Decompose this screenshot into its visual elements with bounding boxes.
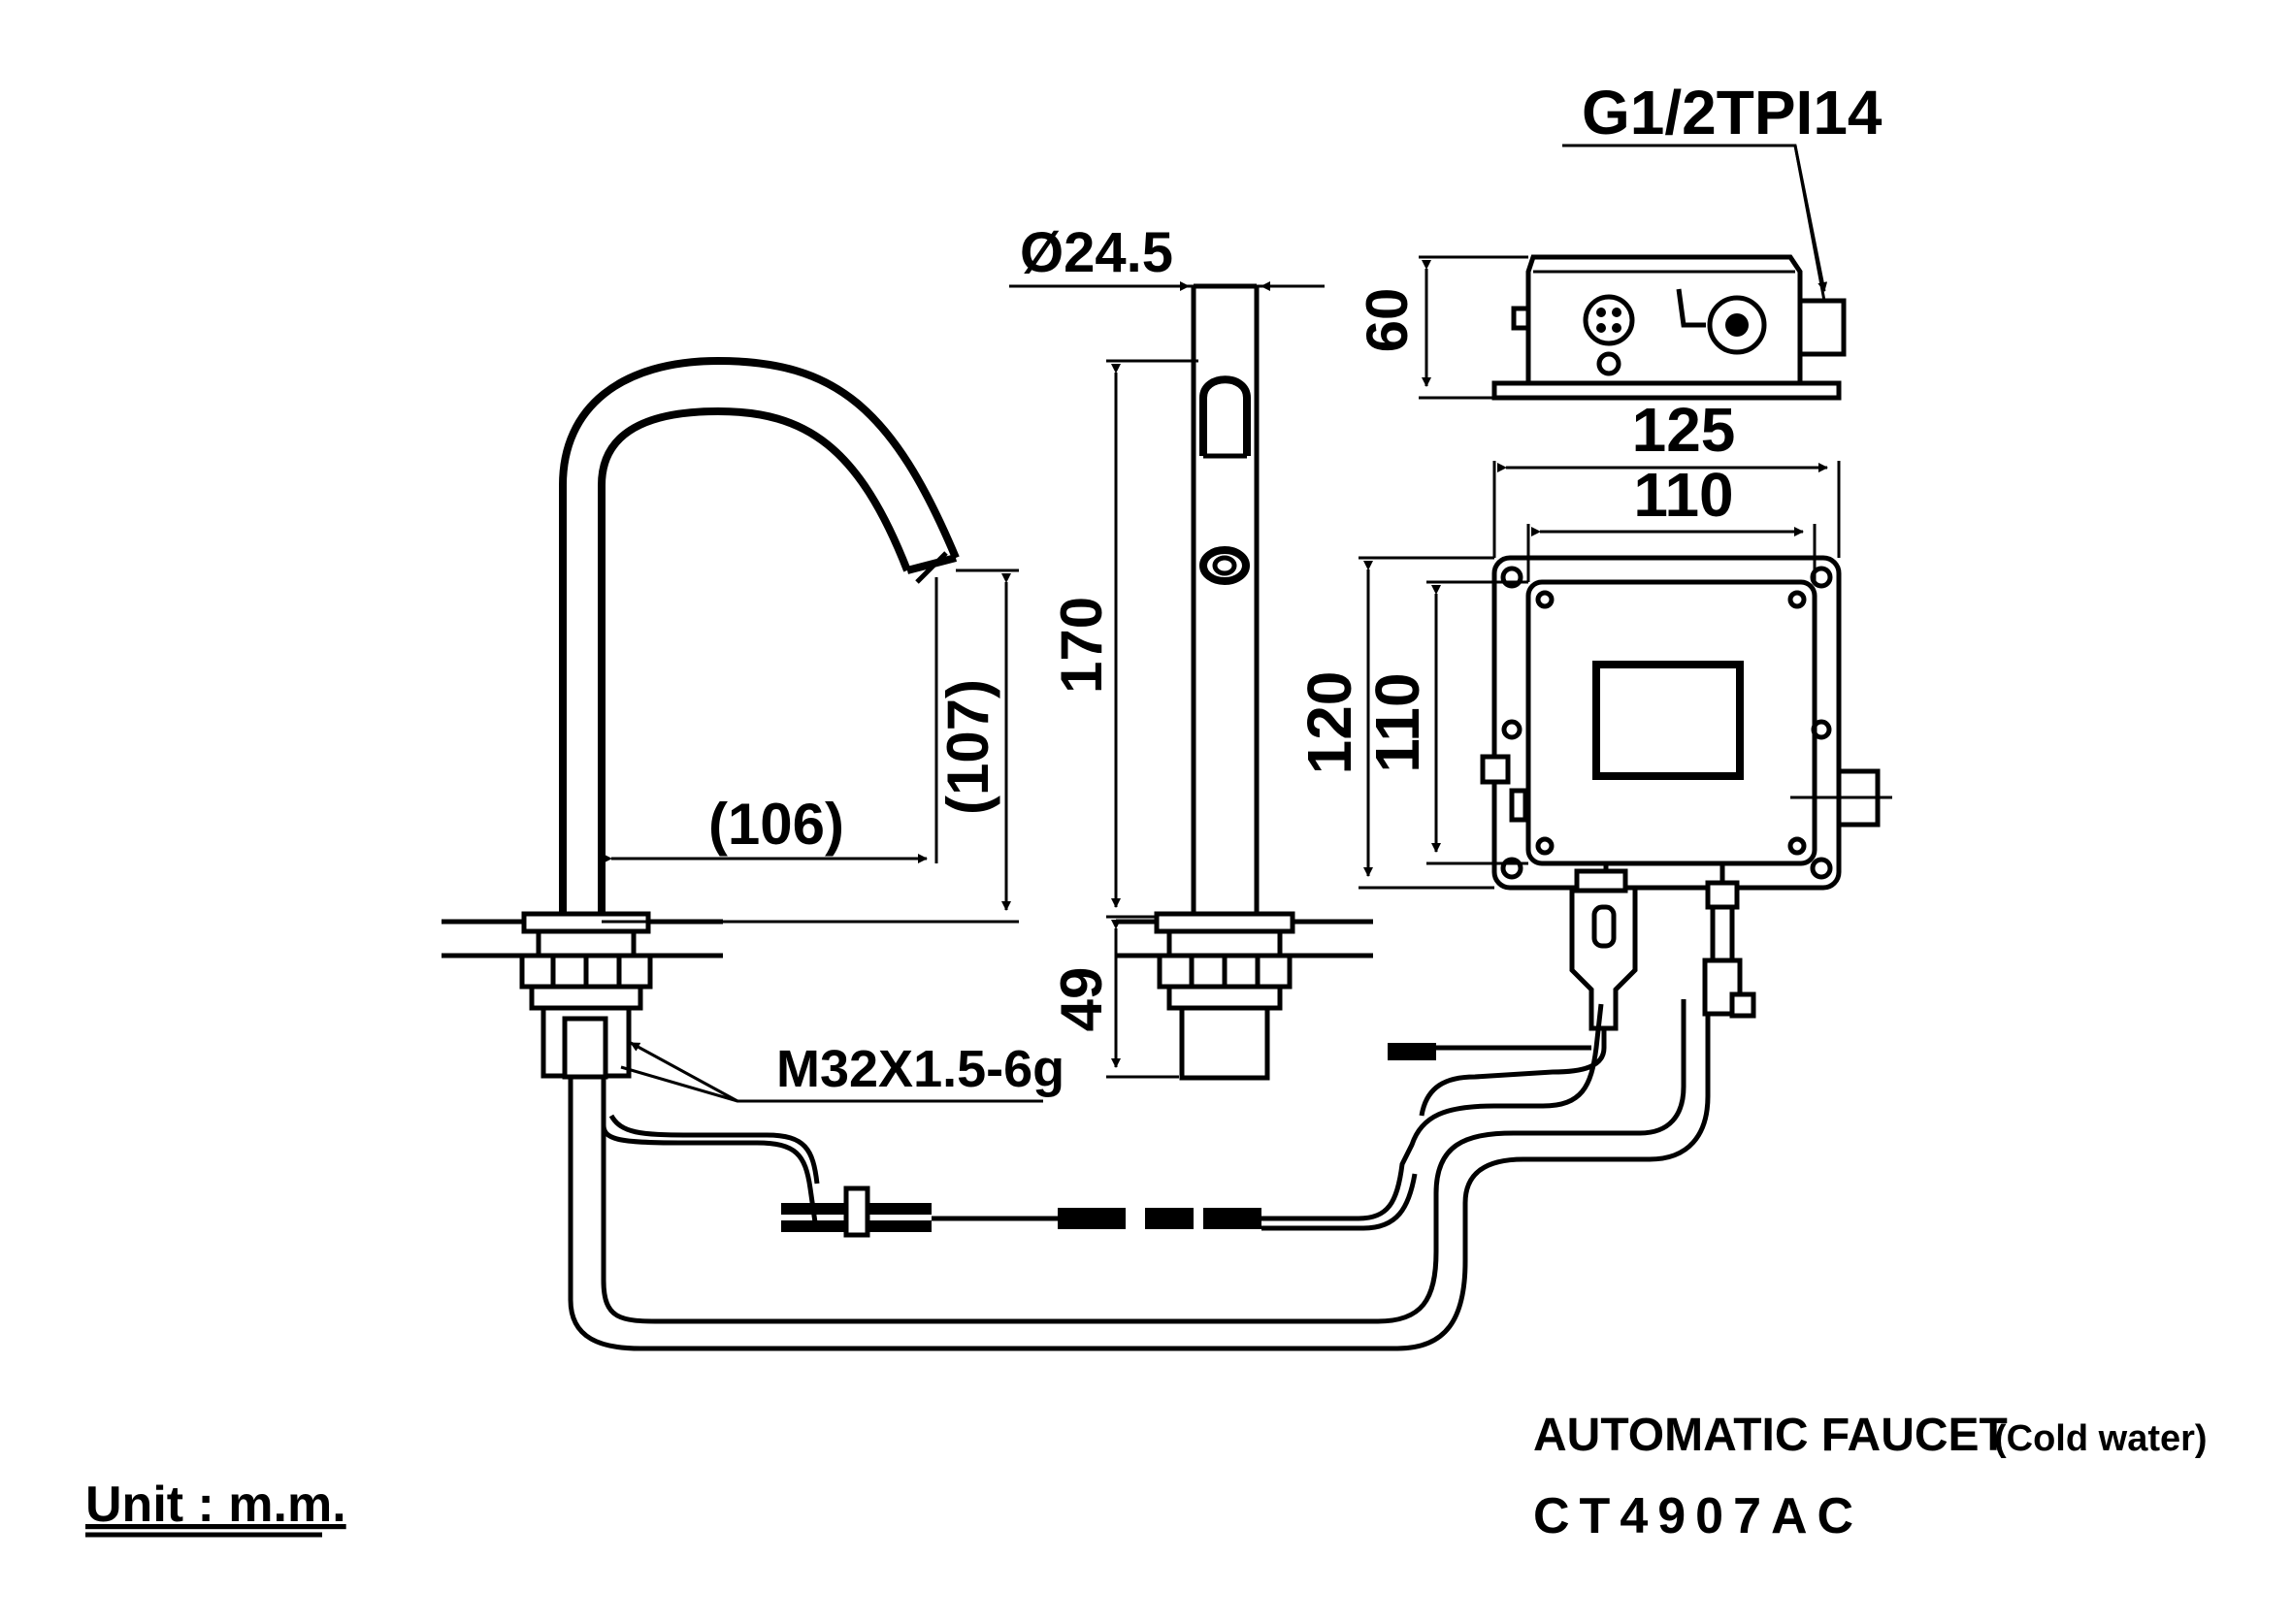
box-width-outer-label: 125 bbox=[1632, 395, 1736, 465]
model-number: CT4907AC bbox=[1533, 1488, 1863, 1544]
control-box-side-view bbox=[1491, 254, 1847, 401]
box-width-inner-label: 110 bbox=[1633, 460, 1733, 530]
tube-diameter-label: Ø24.5 bbox=[1020, 221, 1173, 284]
box-side-dimensions: 60 G1/2TPI14 bbox=[1355, 78, 1883, 400]
box-height-outer-label: 120 bbox=[1294, 671, 1364, 775]
spout-dimensions: (107) (106) M32X1.5-6g bbox=[602, 568, 1064, 1103]
footer: Unit : m.m. AUTOMATIC FAUCET (Cold water… bbox=[85, 1410, 2208, 1544]
unit-label: Unit : m.m. bbox=[85, 1477, 346, 1533]
control-box-front-view bbox=[1388, 555, 1892, 1117]
box-front-dimensions: 125 110 120 110 bbox=[1294, 395, 1841, 890]
box-height-inner-label: 110 bbox=[1362, 672, 1432, 772]
spout-drop-label: (107) bbox=[935, 679, 1000, 815]
thread-connector-label: G1/2TPI14 bbox=[1582, 78, 1883, 147]
spout-height-label: 170 bbox=[1049, 597, 1114, 694]
spout-front-view bbox=[1116, 283, 1373, 1081]
spout-reach-label: (106) bbox=[708, 792, 844, 857]
box-height-label: 60 bbox=[1355, 288, 1420, 353]
product-name: AUTOMATIC FAUCET bbox=[1533, 1410, 2008, 1461]
mount-thread-label: M32X1.5-6g bbox=[776, 1040, 1064, 1098]
shank-length-label: 49 bbox=[1049, 967, 1114, 1032]
front-dimensions: Ø24.5 170 49 bbox=[1009, 221, 1325, 1079]
water-type: (Cold water) bbox=[1994, 1418, 2208, 1459]
gooseneck-spout-side-view bbox=[442, 356, 1711, 1351]
